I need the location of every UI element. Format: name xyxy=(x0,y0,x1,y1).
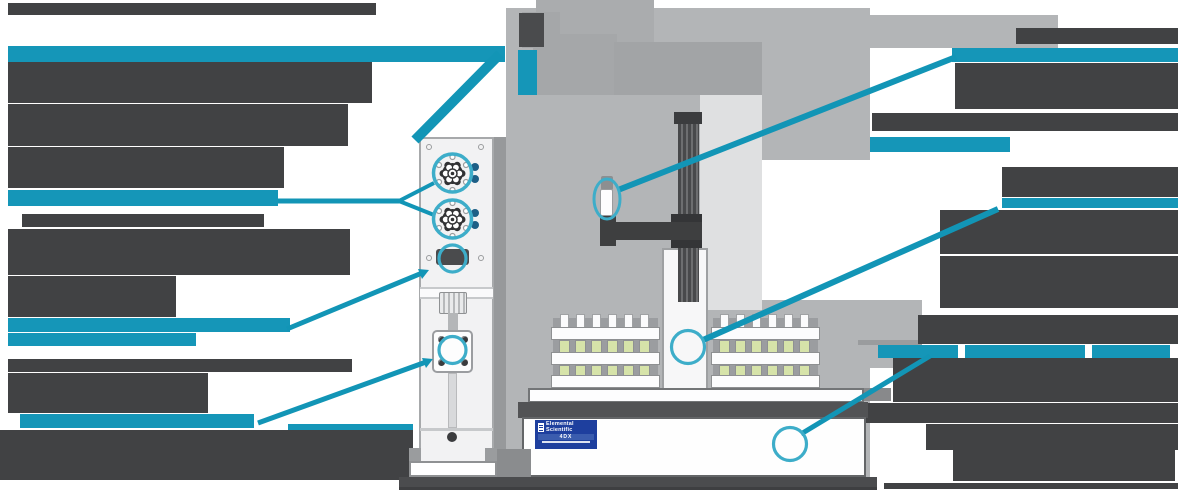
base-bracket xyxy=(485,448,497,462)
rack-shelf xyxy=(551,352,660,365)
floor-shadow xyxy=(399,477,877,490)
vial-cap xyxy=(576,314,585,328)
redacted-text-bar xyxy=(866,403,1178,423)
redacted-text-bar xyxy=(8,318,290,332)
redacted-text-bar xyxy=(8,229,350,275)
redacted-text-bar xyxy=(8,333,196,346)
port-dot xyxy=(471,175,479,183)
rack-shelf xyxy=(711,375,820,388)
redacted-text-bar xyxy=(8,190,278,206)
redacted-text-bar xyxy=(870,137,1010,152)
redacted-text-bar xyxy=(918,315,1178,344)
port-dot xyxy=(471,163,479,171)
z-rail-cap xyxy=(674,112,702,124)
redacted-text-bar xyxy=(8,276,176,317)
valve-icon xyxy=(435,199,470,240)
vial-cap xyxy=(752,314,761,328)
redacted-text-bar xyxy=(8,104,348,146)
redacted-text-bar xyxy=(288,424,413,431)
vial-cap xyxy=(800,314,809,328)
vial-cap xyxy=(784,314,793,328)
redacted-text-bar xyxy=(8,62,372,103)
tower-base-pedestal xyxy=(409,461,497,477)
autosampler-arm xyxy=(600,222,702,240)
redacted-text-bar xyxy=(884,483,1178,489)
vial-rack xyxy=(551,310,660,390)
esi-logo-icon xyxy=(538,423,544,432)
sample-probe xyxy=(600,189,613,216)
redacted-text-bar xyxy=(1002,167,1178,197)
redacted-text-bar xyxy=(940,256,1178,308)
backdrop-blob xyxy=(519,13,544,47)
screw-icon xyxy=(426,255,432,261)
brand-line2: Scientific xyxy=(546,426,573,433)
plunger-dot xyxy=(447,432,457,442)
redacted-text-bar xyxy=(952,48,1178,62)
redacted-text-bar xyxy=(893,358,1178,402)
rack-shelf xyxy=(551,327,660,340)
vial-cap xyxy=(592,314,601,328)
redacted-text-bar xyxy=(0,430,413,480)
screw-icon xyxy=(461,336,468,343)
vial-cap xyxy=(608,314,617,328)
deck-support-band xyxy=(518,402,868,418)
redacted-text-bar xyxy=(1092,345,1170,358)
autosampler-deck xyxy=(528,388,864,403)
screw-icon xyxy=(438,336,445,343)
sample-probe-cap xyxy=(601,176,613,190)
syringe-neck xyxy=(448,313,458,331)
valve-icon xyxy=(435,153,470,194)
status-display-slot xyxy=(436,249,469,265)
arm-end-block xyxy=(600,216,616,246)
port-dot xyxy=(471,209,479,217)
redacted-text-bar xyxy=(20,414,254,428)
redacted-text-bar xyxy=(1002,198,1178,208)
base-bracket xyxy=(409,448,421,462)
redacted-text-bar xyxy=(926,424,1178,450)
syringe-barrel xyxy=(448,373,457,428)
screw-icon xyxy=(426,144,432,150)
rack-shelf xyxy=(711,352,820,365)
redacted-text-bar xyxy=(22,214,264,227)
z-axis-rail xyxy=(678,124,699,302)
rack-shelf xyxy=(551,375,660,388)
model-tagline-bar xyxy=(542,441,590,443)
syringe-plunger-knob xyxy=(439,292,467,314)
redacted-text-bar xyxy=(878,345,958,358)
brand-line1: Elemental xyxy=(546,421,574,427)
redacted-text-bar xyxy=(955,63,1178,109)
floor-edge xyxy=(399,487,877,490)
vial-cap xyxy=(624,314,633,328)
redacted-text-bar xyxy=(8,46,505,62)
redacted-text-bar xyxy=(953,450,1175,481)
redacted-text-bar xyxy=(1016,28,1178,44)
redacted-text-bar xyxy=(965,345,1085,358)
screw-icon xyxy=(438,359,445,366)
vial-cap xyxy=(736,314,745,328)
vial-rack xyxy=(711,310,820,390)
vial-cap xyxy=(768,314,777,328)
vial-cap xyxy=(560,314,569,328)
screw-icon xyxy=(461,359,468,366)
redacted-text-bar xyxy=(8,373,208,413)
vial-cap xyxy=(720,314,729,328)
redacted-text-bar xyxy=(8,359,352,372)
redacted-text-bar xyxy=(872,113,1178,131)
model-label: 4DX xyxy=(538,434,594,440)
floor-step xyxy=(497,449,531,477)
redacted-text-bar xyxy=(940,210,1178,254)
tower-side-shadow xyxy=(493,137,506,477)
backdrop-blob xyxy=(518,50,537,95)
brand-logo-badge: Elemental Scientific 4DX xyxy=(535,420,597,449)
screw-icon xyxy=(478,144,484,150)
redacted-text-bar xyxy=(8,147,284,188)
tower-panel-seam xyxy=(420,428,493,431)
backdrop-blob xyxy=(533,34,617,95)
vial-cap xyxy=(640,314,649,328)
redacted-text-bar xyxy=(8,3,376,15)
screw-icon xyxy=(478,255,484,261)
rack-shelf xyxy=(711,327,820,340)
port-dot xyxy=(471,221,479,229)
